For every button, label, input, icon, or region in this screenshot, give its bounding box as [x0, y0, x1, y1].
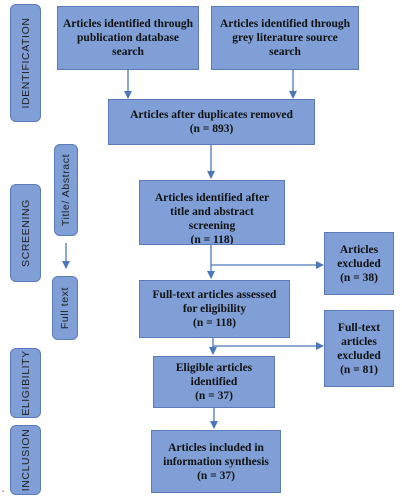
stage-eligibility: ELIGIBILITY [10, 348, 41, 418]
box-full-text-excluded: Full-text articles excluded (n = 81) [324, 310, 394, 387]
box-line: excluded [337, 257, 381, 270]
box-excluded-screening: Articles excluded (n = 38) [324, 232, 394, 295]
box-line: Articles identified through [219, 18, 351, 30]
stage-full-text: Full text [52, 276, 78, 340]
box-database-search: Articles identified through publication … [57, 6, 199, 70]
box-full-text-assessed: Full-text articles assessed for eligibil… [139, 280, 290, 338]
box-grey-literature: Articles identified through grey literat… [211, 6, 359, 70]
box-included: Articles included in information synthes… [151, 430, 281, 493]
box-line: Articles [339, 243, 379, 256]
box-line: excluded [337, 349, 381, 362]
stage-title-abstract: Title/ Abstract [54, 144, 78, 236]
box-line: Articles after duplicates removed [130, 109, 293, 121]
box-line: Full-text articles assessed [152, 289, 277, 301]
box-line: identified [190, 376, 238, 388]
box-line: publication database [77, 32, 179, 44]
box-line: information synthesis [163, 455, 269, 468]
box-line: Articles identified through [62, 18, 194, 30]
box-title-abstract-screening: Articles identified after title and abst… [139, 180, 285, 245]
box-line: search [112, 46, 144, 58]
box-line: (n = 38) [340, 271, 378, 284]
box-line: Articles included in [168, 441, 264, 454]
box-line: (n = 118) [190, 234, 234, 245]
box-line: screening [188, 220, 236, 232]
box-eligible: Eligible articles identified (n = 37) [153, 356, 275, 408]
stage-identification: IDENTIFICATION [10, 4, 41, 122]
stage-inclusion: INCLUSION [10, 425, 41, 495]
box-line: (n = 37) [197, 469, 235, 482]
box-line: Full-text [337, 321, 381, 334]
box-line: Eligible articles [175, 362, 253, 374]
box-line: articles [341, 335, 377, 348]
box-line: (n = 118) [193, 317, 236, 329]
box-line: title and abstract [170, 206, 254, 218]
stage-screening: SCREENING [10, 184, 41, 282]
box-line: grey literature source [232, 32, 338, 44]
box-duplicates-removed: Articles after duplicates removed (n = 8… [108, 99, 315, 145]
box-line: search [269, 46, 301, 58]
box-line: (n = 81) [340, 363, 378, 376]
box-line: for eligibility [182, 303, 247, 315]
box-line: (n = 37) [195, 390, 233, 402]
box-line: Articles identified after [154, 192, 270, 204]
box-line: (n = 893) [189, 123, 234, 135]
corner-icon: ▪ [2, 489, 5, 495]
